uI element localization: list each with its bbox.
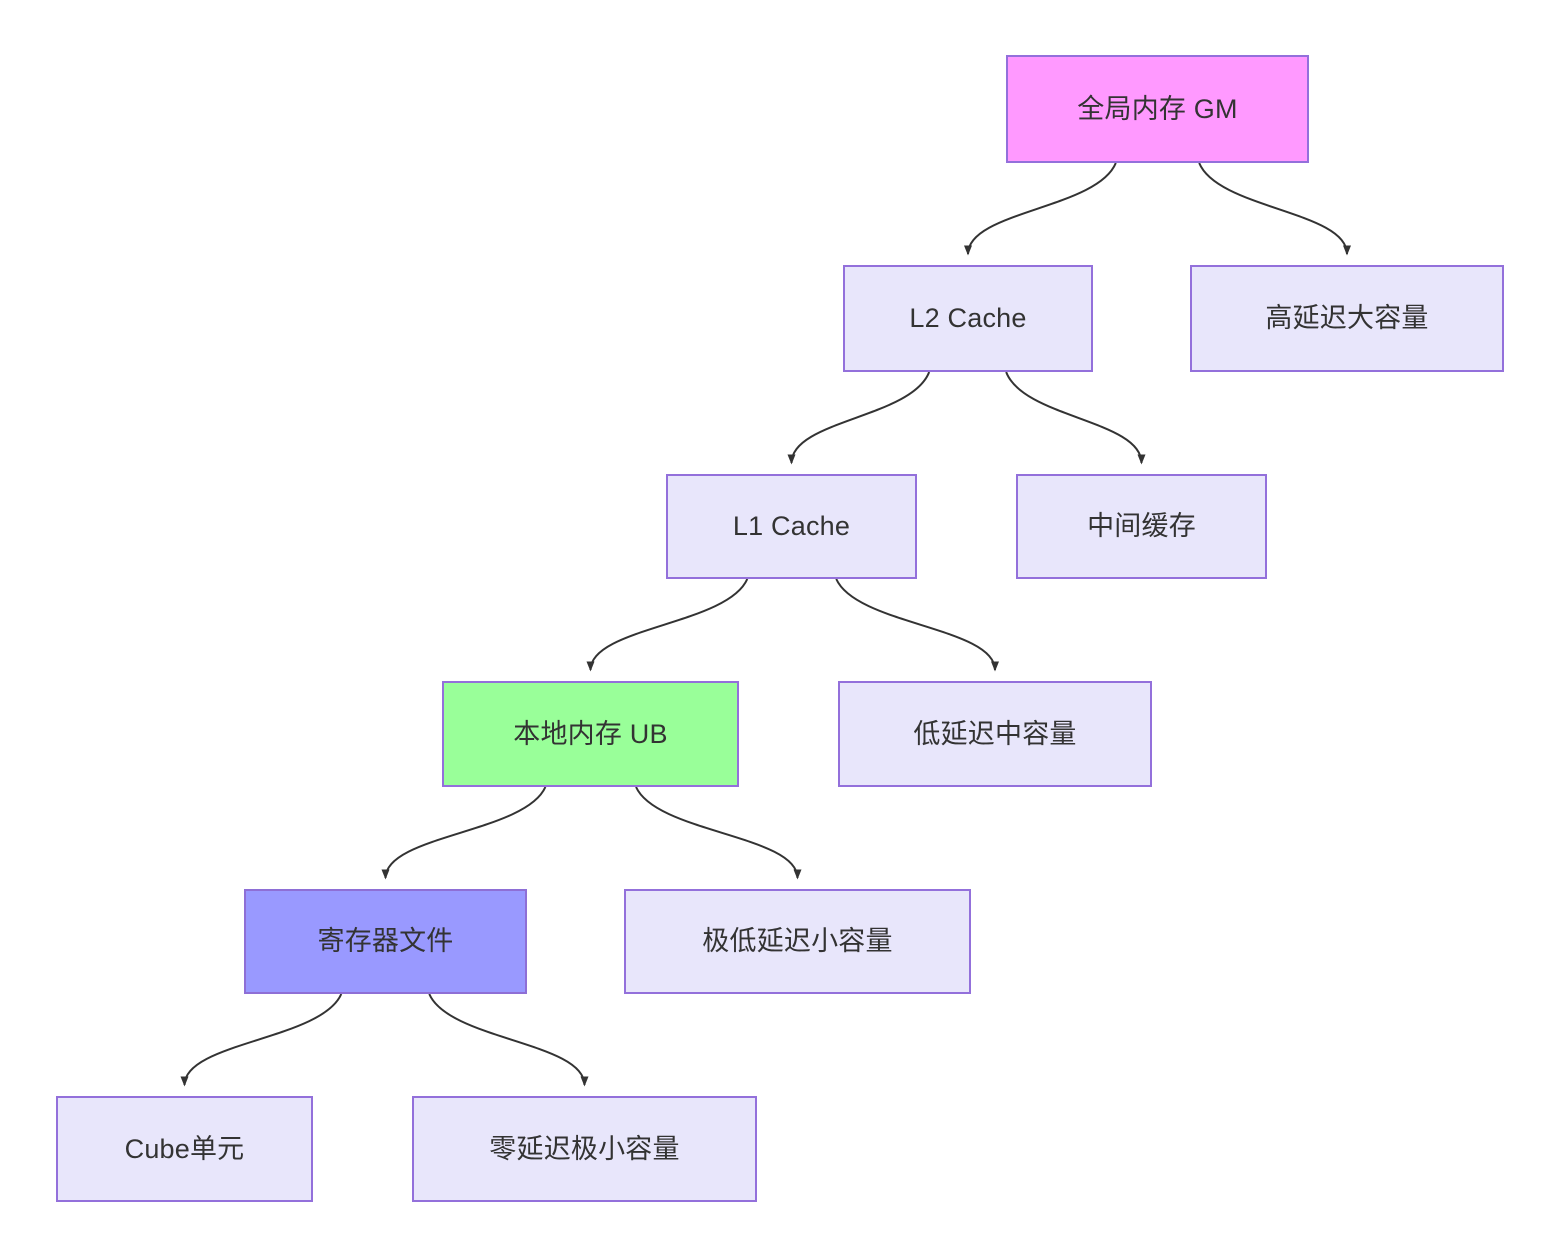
edge-rf-to-rfdesc bbox=[428, 993, 589, 1087]
edge-l2-to-l2desc bbox=[1005, 371, 1146, 465]
node-l2desc[interactable]: 中间缓存 bbox=[1016, 474, 1267, 579]
node-label-rfdesc: 零延迟极小容量 bbox=[489, 1133, 680, 1164]
node-label-ub: 本地内存 UB bbox=[513, 718, 668, 749]
node-label-l1: L1 Cache bbox=[732, 511, 851, 542]
node-ub[interactable]: 本地内存 UB bbox=[442, 681, 739, 787]
node-label-gmdesc: 高延迟大容量 bbox=[1265, 303, 1429, 334]
node-l2[interactable]: L2 Cache bbox=[843, 265, 1093, 372]
node-label-l1desc: 低延迟中容量 bbox=[913, 718, 1077, 749]
node-label-ubdesc: 极低延迟小容量 bbox=[702, 926, 893, 957]
edge-gm-to-gmdesc bbox=[1198, 162, 1351, 256]
node-label-rf: 寄存器文件 bbox=[317, 926, 454, 957]
node-label-l2desc: 中间缓存 bbox=[1087, 511, 1196, 542]
node-rfdesc[interactable]: 零延迟极小容量 bbox=[412, 1096, 757, 1202]
node-gmdesc[interactable]: 高延迟大容量 bbox=[1190, 265, 1504, 372]
node-l1[interactable]: L1 Cache bbox=[666, 474, 917, 579]
node-ubdesc[interactable]: 极低延迟小容量 bbox=[624, 889, 971, 994]
edge-l1-to-l1desc bbox=[835, 578, 999, 672]
node-label-l2: L2 Cache bbox=[909, 303, 1027, 334]
node-rf[interactable]: 寄存器文件 bbox=[244, 889, 527, 994]
node-gm[interactable]: 全局内存 GM bbox=[1006, 55, 1309, 163]
edge-gm-to-l2 bbox=[964, 162, 1117, 256]
node-label-gm: 全局内存 GM bbox=[1077, 93, 1238, 124]
edge-ub-to-ubdesc bbox=[635, 786, 802, 880]
node-l1desc[interactable]: 低延迟中容量 bbox=[838, 681, 1152, 787]
edge-l1-to-ub bbox=[586, 578, 749, 672]
edge-rf-to-cube bbox=[180, 993, 343, 1087]
node-label-cube: Cube单元 bbox=[124, 1133, 245, 1164]
node-cube[interactable]: Cube单元 bbox=[56, 1096, 313, 1202]
edge-ub-to-rf bbox=[381, 786, 547, 880]
edge-l2-to-l1 bbox=[787, 371, 931, 465]
